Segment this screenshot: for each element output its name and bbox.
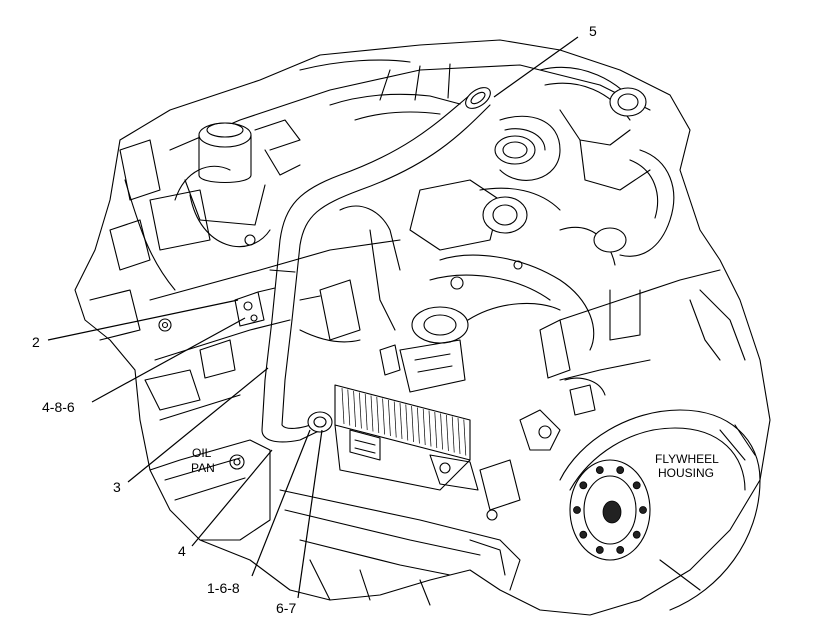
ecm-fin <box>370 395 374 432</box>
callout-5: 5 <box>589 23 597 39</box>
flywheel-bolt <box>632 530 641 539</box>
ecm-fin <box>463 419 467 456</box>
part-labels: OIL PAN FLYWHEEL HOUSING <box>191 446 719 480</box>
oil-filter-housing <box>184 119 301 248</box>
callout-3: 3 <box>113 479 121 495</box>
flywheel-label-line2: HOUSING <box>658 466 714 480</box>
ecm-fin <box>382 398 385 435</box>
ecm-fin <box>451 416 455 453</box>
ecm-fin <box>422 408 426 446</box>
flywheel-bolt <box>632 481 641 490</box>
right-details <box>469 289 746 576</box>
flywheel-bolt <box>639 506 647 514</box>
ecm-fin <box>428 410 432 447</box>
flywheel-bolt <box>616 546 625 554</box>
front-details <box>89 139 231 341</box>
ecm-fin <box>440 413 443 450</box>
ecm-fin <box>388 399 391 437</box>
ecm-fin <box>359 392 362 429</box>
flywheel-label-line1: FLYWHEEL <box>655 452 719 466</box>
oil-pan-label-line2: PAN <box>191 461 215 475</box>
coolant-tube <box>261 87 491 443</box>
ecm-fin <box>417 407 420 444</box>
ecm-fin <box>411 405 414 443</box>
ecm-fin <box>399 402 403 440</box>
callouts: 5 2 4-8-6 3 4 1-6-8 6-7 <box>32 23 597 616</box>
leader-lines <box>47 36 579 599</box>
ecm-fin <box>353 390 356 428</box>
ecm-fin <box>376 396 380 434</box>
flywheel-bolt <box>595 466 604 474</box>
flywheel-bolt <box>616 466 625 474</box>
ecm-fin <box>364 393 368 431</box>
callout-6-7: 6-7 <box>276 600 296 616</box>
ecm-fin <box>405 404 409 441</box>
engine-block-outline <box>74 39 771 616</box>
ecm-fin <box>434 411 438 449</box>
ecm-fin <box>393 401 397 438</box>
tube-bracket <box>234 287 276 327</box>
ecm-fin <box>457 417 461 455</box>
ecm-fin <box>347 389 351 426</box>
oil-pan-label-line1: OIL <box>192 446 212 460</box>
flywheel-bolt <box>579 530 588 539</box>
flywheel-bolt <box>573 506 581 514</box>
flywheel-bolt <box>595 546 604 554</box>
center-components <box>299 179 627 393</box>
callout-1-6-8: 1-6-8 <box>207 580 240 596</box>
callout-2: 2 <box>32 334 40 350</box>
ecm-fin <box>446 414 449 452</box>
turbocharger <box>494 66 675 257</box>
flywheel-housing <box>559 409 761 611</box>
callout-4-8-6: 4-8-6 <box>42 399 75 415</box>
ecm-module <box>334 344 479 491</box>
flywheel-bolt <box>579 481 588 490</box>
callout-4: 4 <box>178 543 186 559</box>
ecm-fin <box>341 387 345 425</box>
